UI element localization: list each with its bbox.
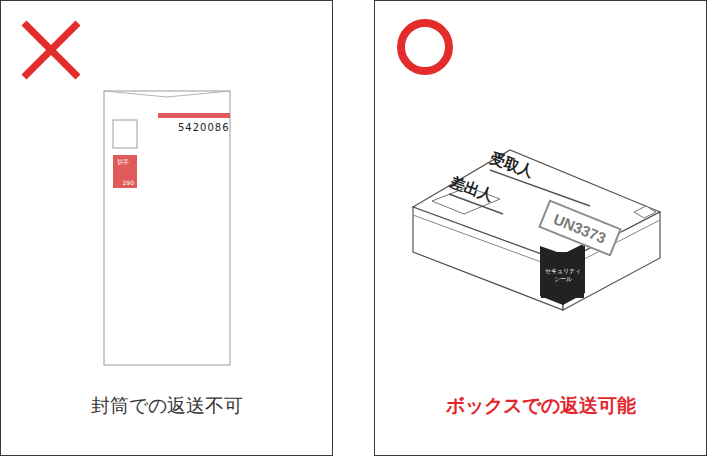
envelope	[104, 91, 230, 365]
panel-box: 封筒での返送不可 切手 290	[0, 0, 333, 456]
un-number: UN3373	[551, 210, 608, 246]
panel-box: ボックスでの返送可能 UN3373 セキュリティシール	[374, 0, 707, 456]
envelope-flap	[104, 91, 230, 97]
postal-code: 5420086	[178, 122, 230, 133]
cross-mark	[24, 23, 78, 77]
panel-caption: ボックスでの返送可能	[375, 393, 706, 419]
address-line	[490, 170, 590, 206]
hazard-label: UN3373	[538, 199, 622, 256]
envelope-window	[113, 120, 137, 148]
stamp-label: 切手	[113, 155, 137, 165]
panel-caption: 封筒での返送不可	[1, 393, 332, 419]
security-seal: セキュリティシール	[541, 252, 584, 298]
stamp-price: 290	[123, 179, 134, 186]
seal-band	[540, 243, 585, 305]
corner-square	[634, 206, 656, 218]
circle-mark	[401, 23, 449, 71]
box-lid-edge	[413, 215, 660, 270]
envelope-stripe	[158, 113, 230, 118]
cross-mark	[24, 23, 78, 77]
seal-text: セキュリティシール	[543, 267, 582, 283]
stamp-box: 切手 290	[113, 155, 137, 188]
